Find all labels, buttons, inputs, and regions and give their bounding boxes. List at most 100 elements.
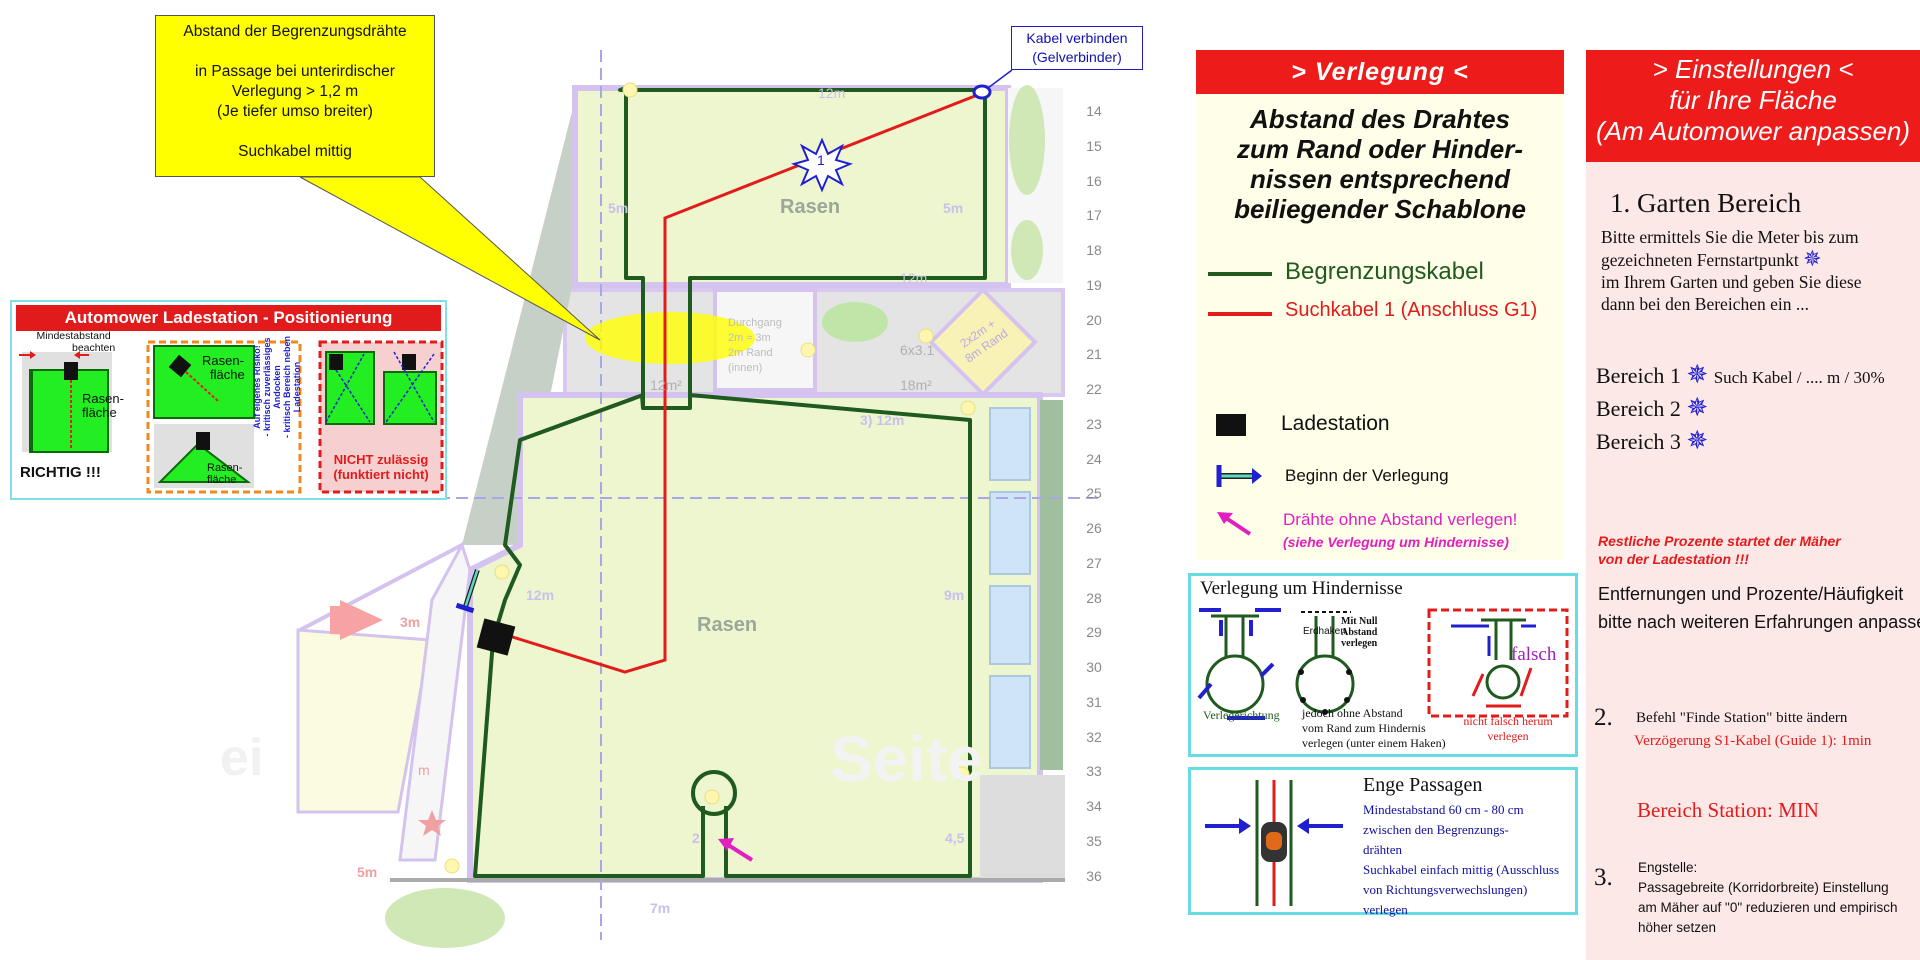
boundary-cable-swatch [1208,272,1272,276]
risk-text: Auf eigenes Risiko!- kritisch zuverlässi… [252,335,302,439]
station-diagrams [19,340,444,494]
ruler-tick: 15 [1086,137,1102,154]
marker-1-label: 1 [817,152,825,168]
ruler-tick: 31 [1086,693,1102,710]
charging-station [476,618,516,656]
garden-plan [296,50,1100,948]
see-obstacles-label: (siehe Verlegung um Hindernisse) [1283,534,1509,550]
ruler-tick: 30 [1086,659,1102,675]
obstacles-diagram [1197,608,1569,720]
not-allowed-label: NICHT zulässig(funktiert nicht) [333,452,429,482]
area-2: Bereich 2 ✵2 [1596,393,1709,422]
lawn-label-top: Rasen [780,196,841,218]
watermark-left: ei [220,729,264,787]
search-cable [489,90,986,674]
ruler-tick: 25 [1086,485,1102,502]
station-area-setting: Bereich Station: MIN [1637,798,1819,822]
lawn-area-label-3: Rasen-fläche [207,462,243,486]
boundary-cable-label: Begrenzungskabel [1285,258,1484,285]
ruler-tick: 19 [1086,276,1102,293]
lawn-area-label-1: Rasen-fläche [82,391,124,420]
search-cable-swatch [1208,312,1272,316]
settings-title: > Einstellungen <für Ihre Fläche(Am Auto… [1586,50,1920,162]
lawn-area-label-2: Rasen-fläche [202,353,245,382]
watermark: Seite [830,723,983,795]
start-marker [455,569,480,614]
magenta-arrow-icon [1217,512,1252,536]
ruler-tick: 35 [1086,832,1102,849]
ruler-tick: 16 [1086,172,1102,189]
dim-bottom-5m: 5m [357,864,378,880]
ruler-tick: 36 [1086,867,1102,884]
s2-delay: Verzögerung S1-Kabel (Guide 1): 1min [1634,733,1872,749]
dim-4-5: 4,5 [945,830,965,846]
ground-hook-label: Erdhaken [1303,626,1346,637]
station-swatch [1216,414,1246,436]
ruler-tick: 18 [1086,242,1102,258]
narrow-passages-title: Enge Passagen [1363,774,1483,796]
dim-6x3: 6x3.1 [900,342,935,358]
ruler-tick: 21 [1086,346,1102,363]
no-gap-label: Drähte ohne Abstand verlegen! [1283,510,1518,529]
charging-station-panel: Automower Ladestation - Positionierung M… [10,300,447,500]
station-label: Ladestation [1281,412,1390,435]
search-cable-label: Suchkabel 1 (Anschluss G1) [1285,299,1538,321]
spacing-note: Abstand der Begrenzungsdrähte in Passage… [155,15,435,177]
ruler-tick: 28 [1086,589,1102,606]
dim-top-12m: 12m [818,85,846,101]
installation-title: > Verlegung < [1196,50,1564,94]
dim-right-9m: 9m [944,587,965,603]
dim-left-5m: 5m [608,200,629,216]
dim-left-12m: 12m [526,587,555,603]
direction-label: Verlegerichtung [1203,708,1280,722]
dim-18m2: 18m² [900,377,932,393]
ruler-tick: 32 [1086,728,1102,745]
dim-bottom-7m: 7m [650,900,671,916]
ruler-tick: 27 [1086,554,1102,571]
dim-3-12m: 3) 12m [860,412,905,428]
start-label: Beginn der Verlegung [1285,466,1449,485]
correct-label: RICHTIG !!! [20,464,101,481]
ruler-tick: 33 [1086,763,1102,780]
s3-num: 3. [1594,864,1613,891]
start-icon [1216,465,1262,487]
settings-panel [1586,50,1920,960]
wrong-label: falsch [1511,644,1557,665]
charging-station-title: Automower Ladestation - Positionierung [16,305,441,331]
ruler-tick: 34 [1086,798,1102,814]
area-1: Bereich 1 ✵1 Such Kabel / .... m / 30% [1596,360,1885,389]
marker-star-1 [791,137,853,193]
dim-left-3m: 3m [400,614,421,630]
ruler-tick: 26 [1086,520,1102,536]
ruler-tick: 23 [1086,415,1102,432]
narrow-passages-panel: Enge Passagen Mindestabstand 60 cm - 80 … [1188,767,1578,917]
ruler-tick: 29 [1086,624,1102,641]
s2-command: Befehl "Finde Station" bitte ändern [1636,710,1848,726]
narrow-passage-diagram [1205,780,1343,906]
dim-side-m: m [418,762,430,778]
ruler-tick: 24 [1086,450,1102,467]
ruler-tick: 20 [1086,311,1102,328]
ruler-tick: 22 [1086,381,1102,397]
obstacles-title: Verlegung um Hindernisse [1200,578,1403,599]
cable-connect-note: Kabel verbinden(Gelverbinder) [1011,26,1143,70]
dim-12m2: 12m² [650,377,682,393]
s1-text: Bitte ermittels Sie die Meter bis zum ge… [1601,227,1862,314]
s3-text: Engstelle:Passagebreite (Korridorbreite)… [1638,860,1898,935]
obstacles-panel: Verlegung um Hindernisse Erdhaken Mit Nu… [1188,573,1578,757]
dim-2: 2 [692,830,700,846]
s2-num: 2. [1594,704,1613,731]
dim-mid-12m: 12m [900,270,928,286]
ruler-tick: 14 [1086,103,1102,119]
lawn-label-bottom: Rasen [697,614,758,636]
